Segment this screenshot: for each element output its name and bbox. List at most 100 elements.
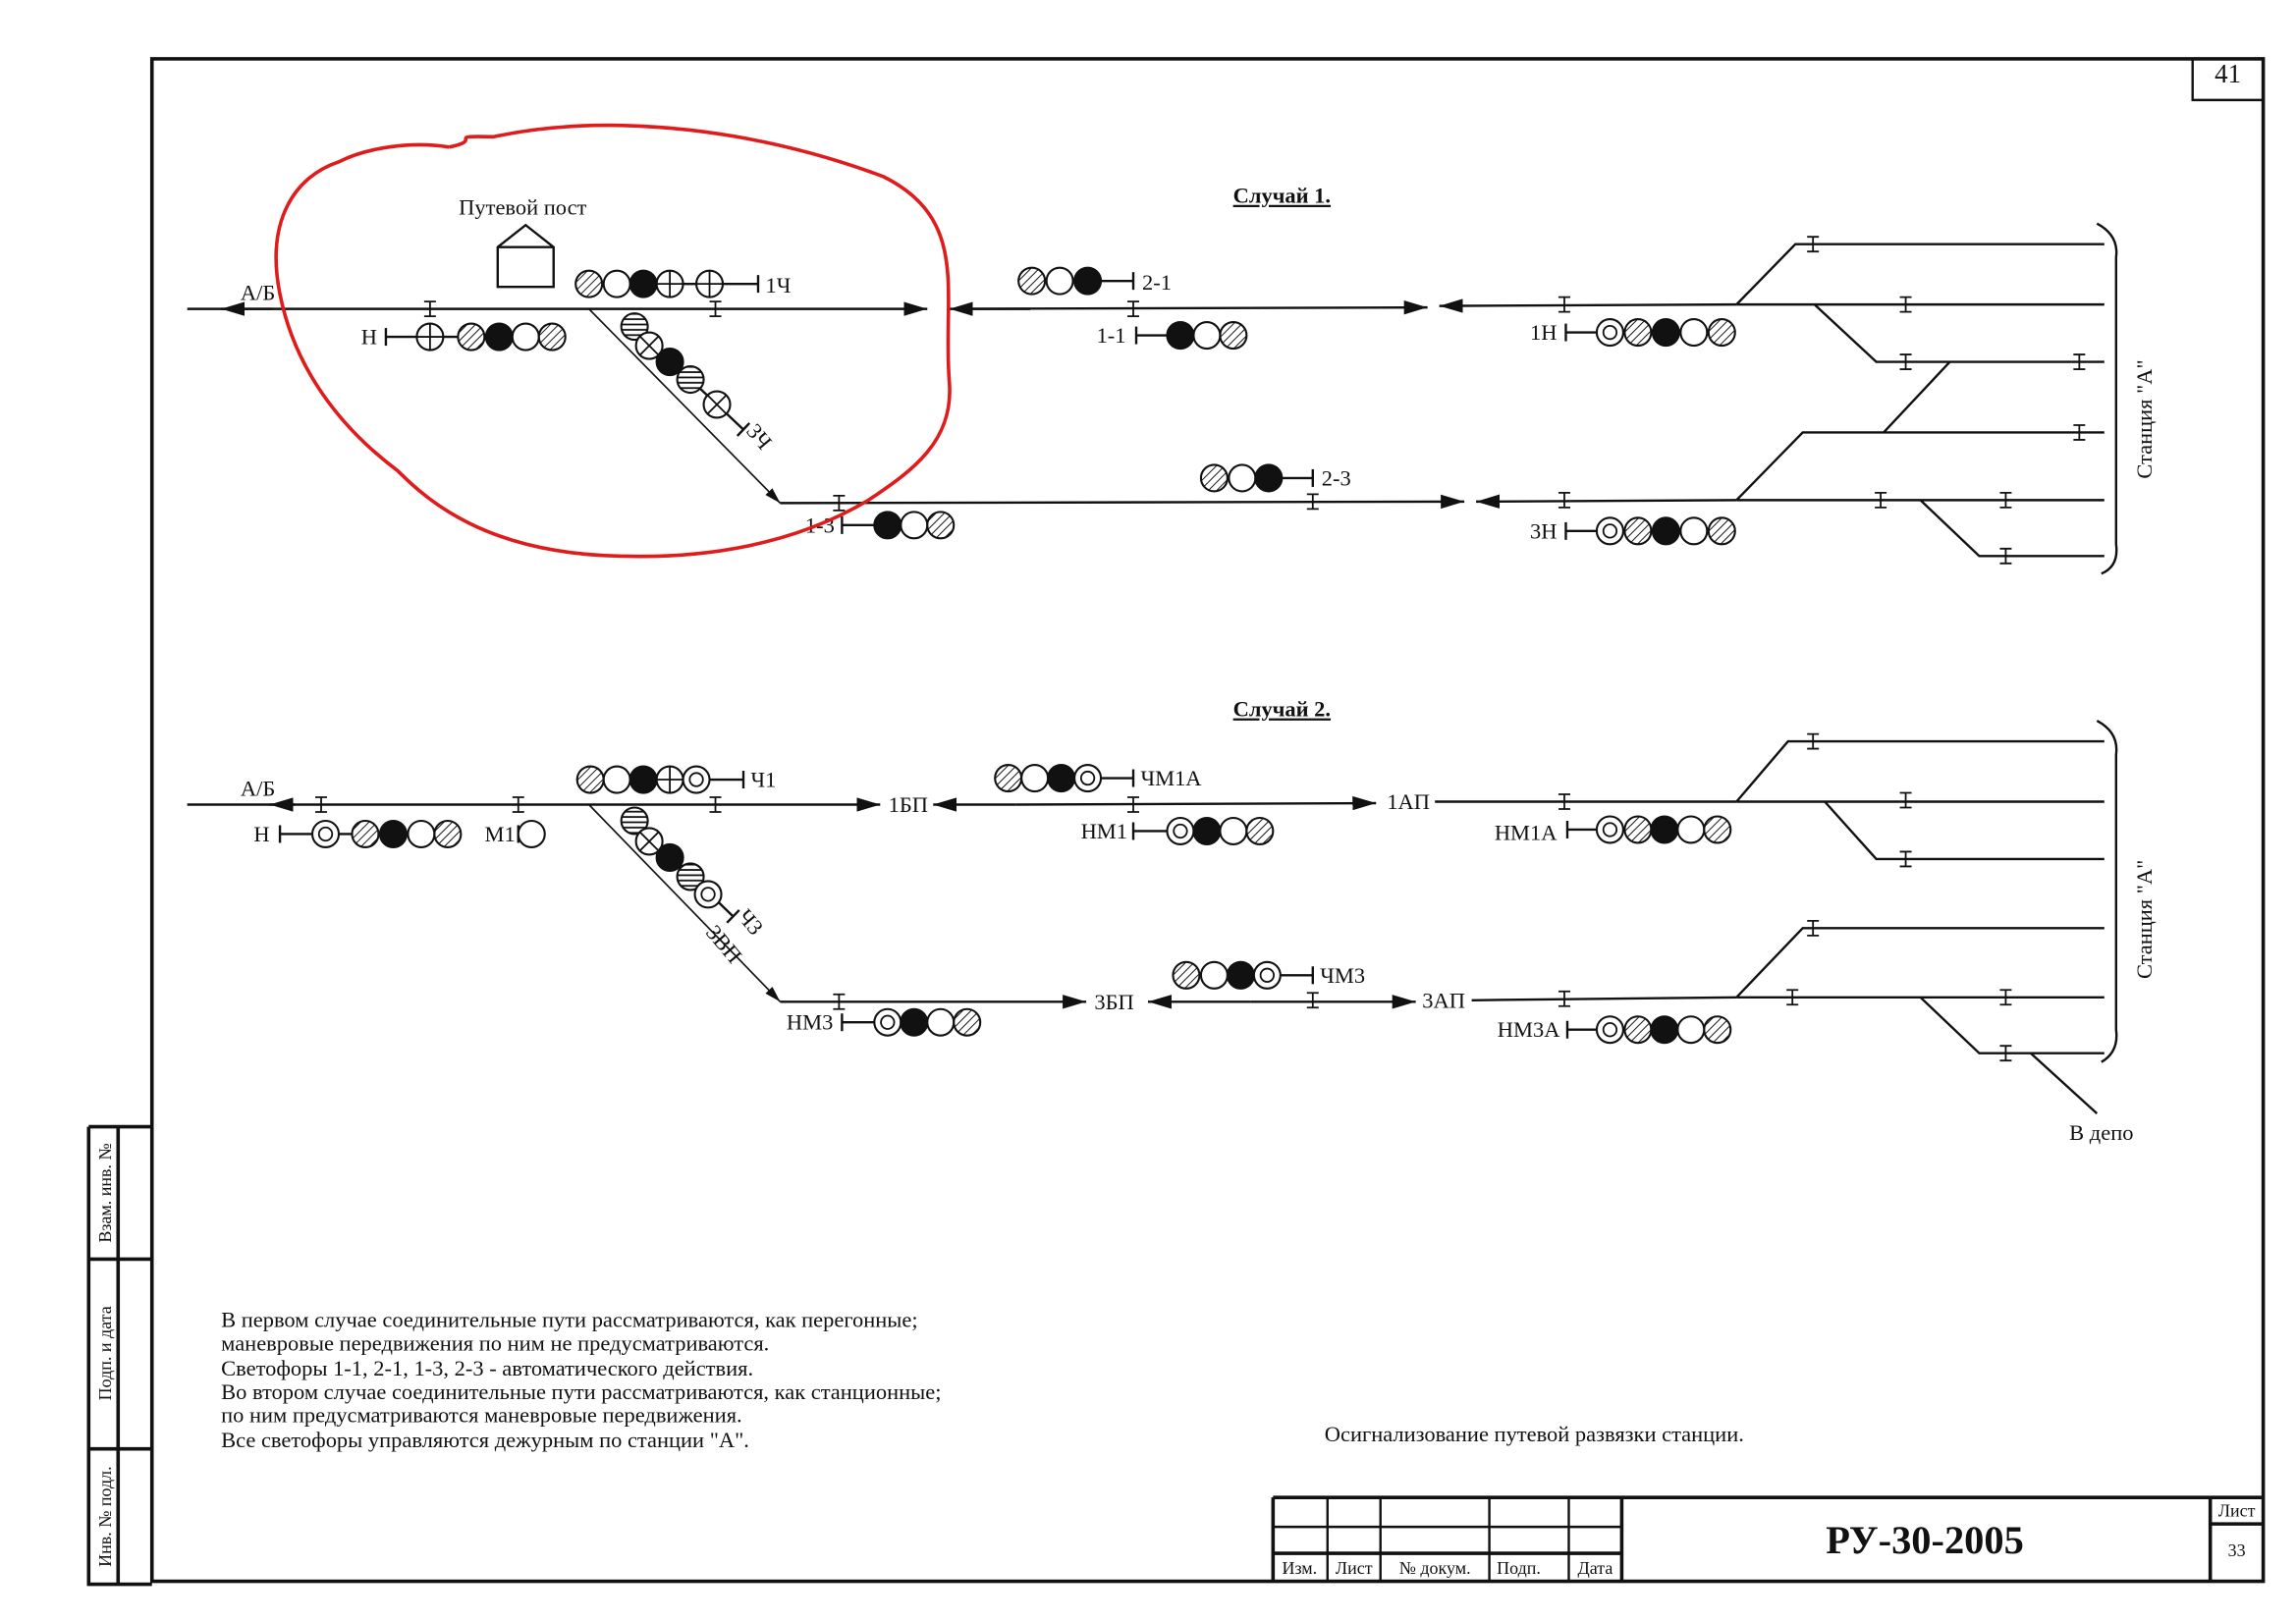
case-1-diagram: Случай 1. Путевой пост А/Б Станция "А" 1…	[187, 123, 2157, 575]
col-sheet: Лист	[1336, 1558, 1373, 1578]
stamp-replace-inv: Взам. инв. №	[95, 1143, 115, 1242]
signal-lamp-white	[1679, 318, 1709, 348]
signal-lamp-hatch	[1623, 1015, 1653, 1045]
insulating-joint-icon	[1558, 296, 1570, 313]
red-annotation-circle	[274, 123, 952, 559]
signal-lamp-plus	[655, 765, 684, 794]
signal-lamp-hatch	[1623, 318, 1653, 348]
signal-lamp-ring	[1595, 516, 1624, 546]
insulating-joint-icon	[1999, 989, 2012, 1006]
title-block: Изм. Лист № докум. Подп. Дата РУ-30-2005…	[1271, 1495, 2264, 1582]
signal-НМ3А[interactable]: НМ3А	[1498, 1015, 1732, 1045]
insulating-joint-icon	[1558, 793, 1570, 810]
signal-lamp-white	[900, 511, 929, 540]
signal-НМ1[interactable]: НМ1	[1081, 816, 1275, 846]
insulating-joint-icon	[1899, 296, 1912, 313]
signal-label: Ч1	[750, 768, 776, 792]
signal-1-1[interactable]: 1-1	[1097, 321, 1248, 351]
signal-lamp-hatch	[1017, 266, 1047, 296]
signal-lamp-ring	[310, 819, 341, 849]
signal-lamp-white	[1679, 516, 1709, 546]
signal-lamp-black	[1192, 816, 1222, 846]
signal-ЧМ1А[interactable]: ЧМ1А	[994, 764, 1202, 793]
signal-lamp-white	[511, 322, 540, 351]
insulating-joint-icon	[1306, 493, 1319, 511]
signal-lamp-x	[634, 331, 664, 360]
signal-Ч3[interactable]: Ч3	[620, 806, 768, 940]
signal-label: 2-3	[1322, 465, 1351, 490]
signal-lamp-white	[1228, 463, 1257, 493]
signal-ЧМ3[interactable]: ЧМ3	[1172, 960, 1365, 990]
direction-label: А/Б	[241, 281, 275, 305]
insulating-joint-icon	[2073, 353, 2086, 370]
signal-lamp-black	[1073, 266, 1103, 296]
signal-1-3[interactable]: 1-3	[805, 511, 956, 540]
signal-lamp-black	[873, 511, 902, 540]
page-number-box: 41	[2191, 59, 2264, 102]
signal-label: НМ3	[787, 1010, 833, 1035]
signal-НМ3[interactable]: НМ3	[787, 1007, 982, 1037]
signal-lamp-black	[484, 322, 514, 351]
signal-lamp-black	[1650, 1015, 1679, 1045]
insulating-joint-icon	[709, 796, 722, 813]
signal-lamp-black	[1650, 815, 1679, 844]
document-code: РУ-30-2005	[1826, 1518, 2024, 1562]
insulating-joint-icon	[833, 993, 846, 1010]
col-signature: Подп.	[1497, 1558, 1541, 1578]
signal-М1[interactable]: М1	[485, 819, 546, 849]
signal-Н[interactable]: Н	[361, 322, 567, 351]
page-number: 41	[2214, 59, 2241, 88]
signal-lamp-hatch	[953, 1007, 982, 1037]
signal-lamp-hatch	[1623, 516, 1653, 546]
track-post-house-icon	[496, 223, 555, 289]
insulating-joint-icon	[1127, 300, 1140, 318]
signal-lamp-ring	[1252, 960, 1282, 990]
signal-lamp-hatch	[1707, 318, 1736, 348]
insulating-joint-icon	[1999, 491, 2012, 509]
signal-lamp-white	[1045, 266, 1074, 296]
track-label-1ap: 1АП	[1387, 789, 1430, 814]
signal-3Н[interactable]: 3Н	[1530, 516, 1736, 546]
col-change: Изм.	[1282, 1558, 1317, 1578]
signal-Ч1[interactable]: Ч1	[575, 765, 777, 794]
track-post-label: Путевой пост	[459, 195, 586, 220]
note-line: Светофоры 1-1, 2-1, 1-3, 2-3 - автоматич…	[221, 1356, 753, 1380]
case-2-diagram: Случай 2. А/Б 1БП 1АП 3БП 3АП 3ВП Станци…	[187, 697, 2157, 1145]
insulating-joint-icon	[1807, 732, 1820, 750]
signal-lamp-hatch	[351, 819, 380, 849]
signal-label: НМ3А	[1498, 1017, 1560, 1042]
insulating-joint-icon	[315, 796, 328, 813]
signal-1Ч[interactable]: 1Ч	[574, 269, 791, 298]
signal-Н[interactable]: Н	[253, 819, 463, 849]
note-line: маневровые передвижения по ним не предус…	[221, 1330, 769, 1355]
signal-lamp-ring	[693, 880, 723, 909]
signal-lamp-black	[1254, 463, 1284, 493]
signal-2-3[interactable]: 2-3	[1199, 463, 1351, 493]
signal-lamp-hatch	[994, 764, 1023, 793]
signal-lamp-white	[602, 765, 631, 794]
signal-lamp-black	[655, 842, 684, 872]
signal-lamp-black	[1047, 764, 1076, 793]
signal-lamp-black	[629, 269, 658, 298]
signal-label: ЧМ3	[1320, 963, 1365, 988]
signal-lamp-black	[378, 819, 408, 849]
signal-1Н[interactable]: 1Н	[1530, 318, 1736, 348]
signal-label: НМ1	[1081, 819, 1127, 843]
signal-3Ч[interactable]: 3Ч	[620, 312, 777, 455]
signal-lamp-black	[1651, 318, 1680, 348]
signal-lamp-white	[1199, 960, 1229, 990]
insulating-joint-icon	[1306, 992, 1319, 1009]
signal-label: 1Ч	[765, 273, 791, 297]
insulating-joint-icon	[1558, 491, 1570, 509]
note-line: В первом случае соединительные пути расс…	[221, 1307, 917, 1331]
signal-2-1[interactable]: 2-1	[1017, 266, 1172, 296]
signal-label: 1-1	[1097, 323, 1126, 348]
signal-lamp-hatch	[1703, 815, 1732, 844]
case-1-title: Случай 1.	[1233, 184, 1331, 208]
signal-lamp-white	[602, 269, 631, 298]
signal-НМ1А[interactable]: НМ1А	[1495, 815, 1732, 844]
insulating-joint-icon	[1999, 547, 2012, 565]
signal-lamp-black	[1226, 960, 1255, 990]
signal-lamp-white	[1676, 815, 1706, 844]
